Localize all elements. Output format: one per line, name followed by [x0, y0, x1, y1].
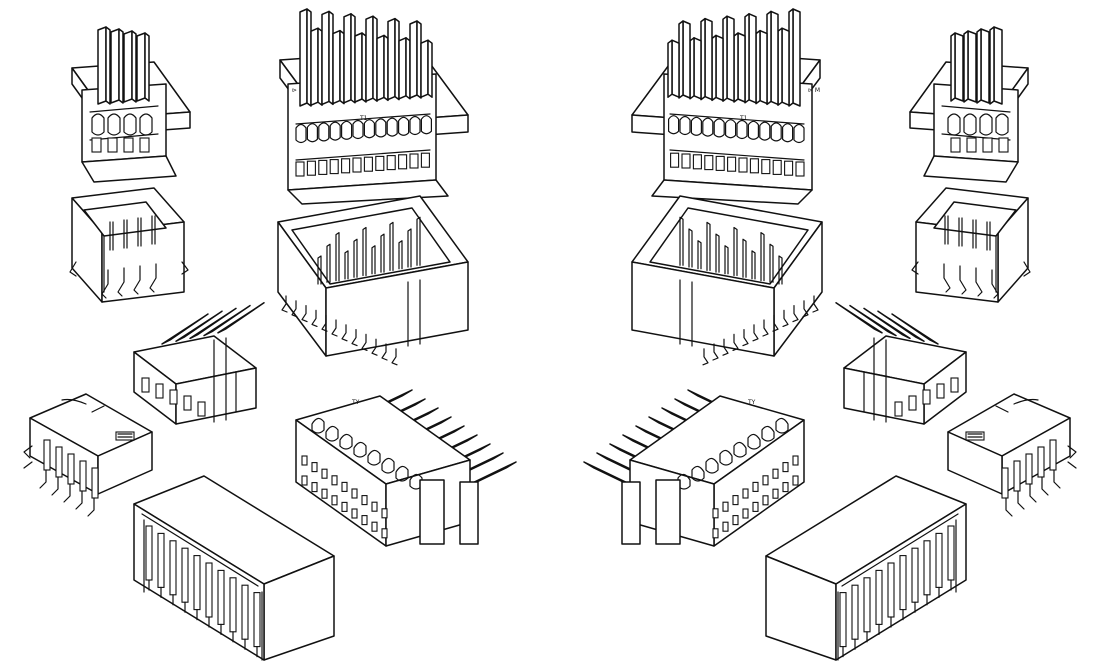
- header-12pin-right: [631, 195, 823, 366]
- svg-text:T1: T1: [359, 115, 368, 122]
- header-12pin-left: [277, 195, 469, 366]
- svg-text:⊳ M: ⊳ M: [808, 87, 820, 94]
- plug-12pin-right: T1 ⊳ M: [631, 8, 821, 205]
- svg-text:T1: T1: [739, 115, 748, 122]
- right-half: T1 ⊳ M: [583, 8, 1077, 661]
- plug-12pin-left: T1 ⊳ M: [279, 8, 469, 205]
- header-4pin-right: [911, 187, 1031, 303]
- plug-4pin-right: [909, 26, 1029, 183]
- socket-10pin-left: [133, 475, 335, 661]
- receptacle-5pin-left: [133, 302, 265, 425]
- smt-5pin-right: [947, 393, 1077, 517]
- svg-text:TY: TY: [747, 399, 756, 406]
- plug-4pin-left: [71, 26, 191, 183]
- receptacle-5pin-right: [835, 302, 967, 425]
- header-4pin-left: [69, 187, 189, 303]
- smt-5pin-left: [23, 393, 153, 517]
- svg-text:TY: TY: [351, 399, 360, 406]
- housing-18pin-left: TY: [295, 389, 517, 547]
- housing-18pin-right: TY: [583, 389, 805, 547]
- left-half: T1 ⊳ M: [23, 8, 517, 661]
- svg-text:⊳ M: ⊳ M: [292, 87, 304, 94]
- socket-10pin-right: [765, 475, 967, 661]
